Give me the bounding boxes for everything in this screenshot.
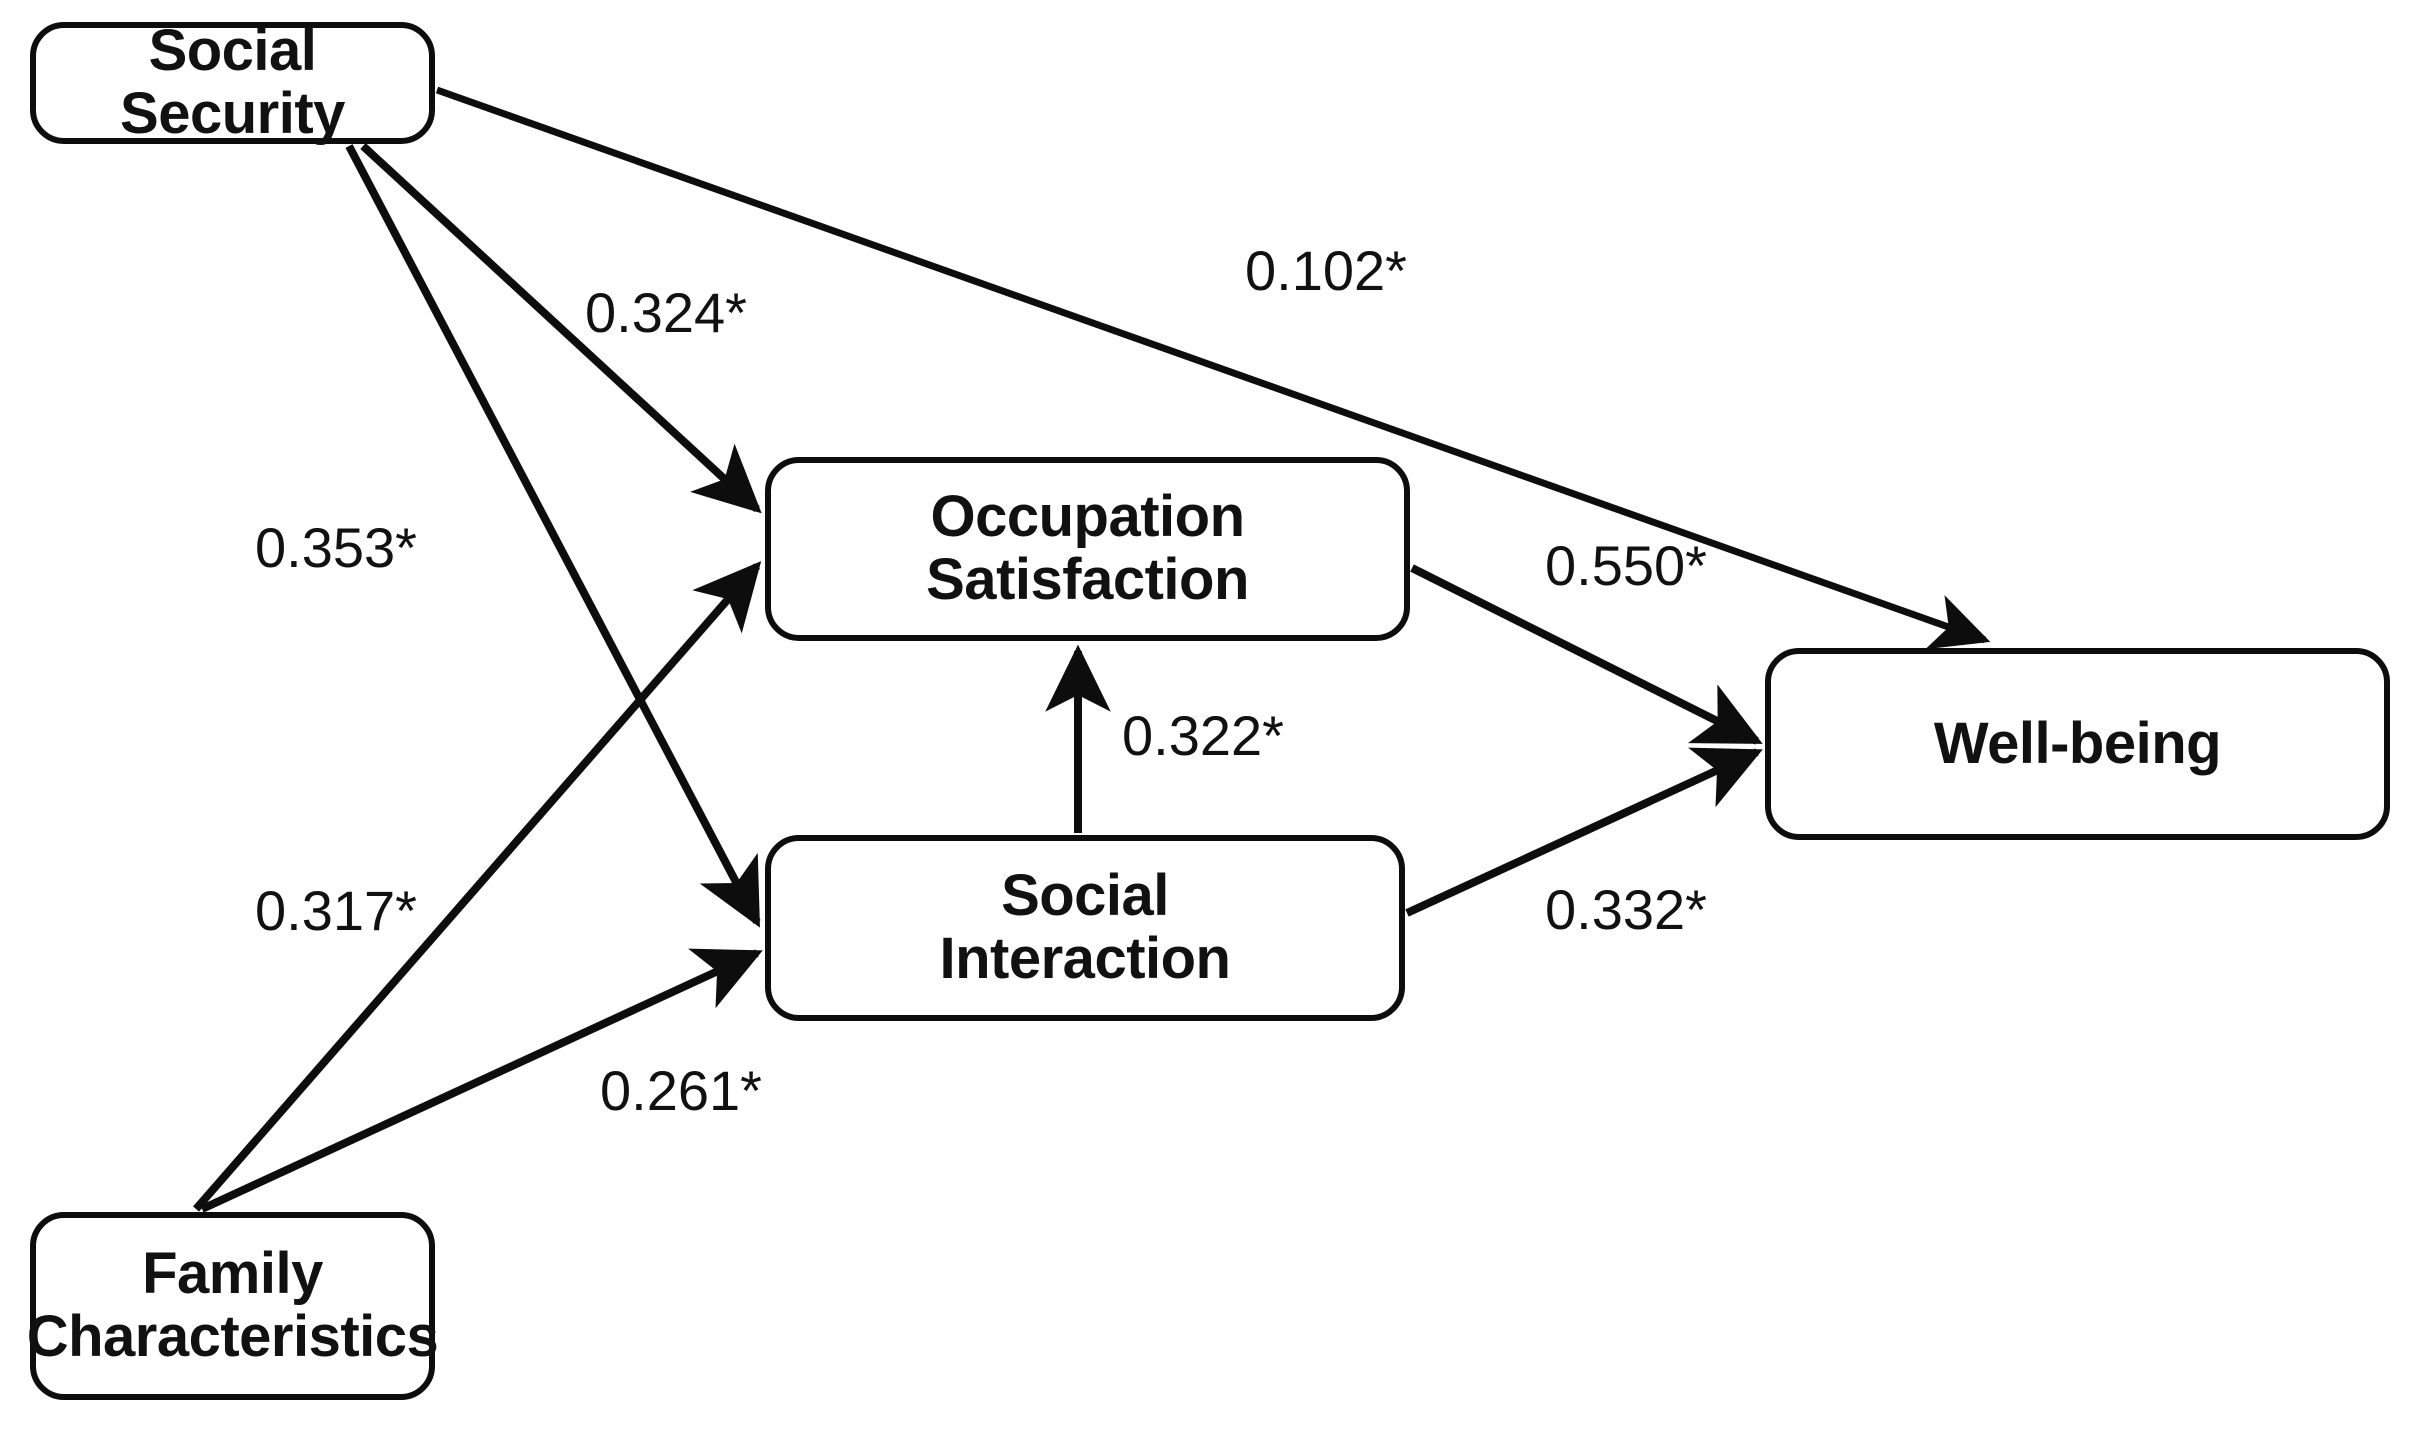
edge-line-os-to-wb [1410, 564, 1763, 745]
edge-line-ss-to-wb [435, 86, 1991, 650]
edge-label-fc-to-si: 0.261* [600, 1059, 762, 1122]
edge-label-os-to-wb: 0.550* [1545, 534, 1707, 597]
node-social-interaction-line-2: Interaction [939, 926, 1232, 991]
edge-line-ss-to-os [360, 143, 762, 514]
node-occupation-satisfaction-line-1: Occupation [930, 484, 1245, 550]
node-well-being-line-1: Well-being [1933, 710, 2222, 776]
node-social-security-line-2: Security [120, 81, 345, 146]
edge-line-si-to-wb [1405, 747, 1763, 917]
edge-line-fc-to-os [192, 561, 762, 1212]
node-family-characteristics[interactable]: Family Characteristics [27, 1212, 439, 1400]
edge-label-si-to-os: 0.322* [1122, 704, 1284, 767]
node-social-interaction[interactable]: Social Interaction [765, 835, 1405, 1021]
edge-label-ss-to-si: 0.353* [255, 516, 417, 579]
edge-label-ss-to-os: 0.324* [585, 281, 747, 344]
edge-line-ss-to-si [345, 144, 761, 928]
node-social-security[interactable]: Social Security [30, 18, 435, 146]
node-well-being[interactable]: Well-being [1765, 648, 2390, 840]
edge-label-si-to-wb: 0.332* [1545, 878, 1707, 941]
edge-label-fc-to-os: 0.317* [255, 879, 417, 942]
node-occupation-satisfaction[interactable]: Occupation Satisfaction [765, 457, 1410, 641]
edge-line-fc-to-si [200, 948, 763, 1213]
node-family-characteristics-line-2: Characteristics [26, 1304, 439, 1369]
node-occupation-satisfaction-line-2: Satisfaction [926, 547, 1249, 612]
node-social-interaction-line-1: Social [1001, 863, 1169, 929]
node-social-security-line-1: Social [148, 18, 317, 84]
node-family-characteristics-line-1: Family [142, 1241, 323, 1307]
edge-label-ss-to-wb: 0.102* [1245, 239, 1407, 302]
